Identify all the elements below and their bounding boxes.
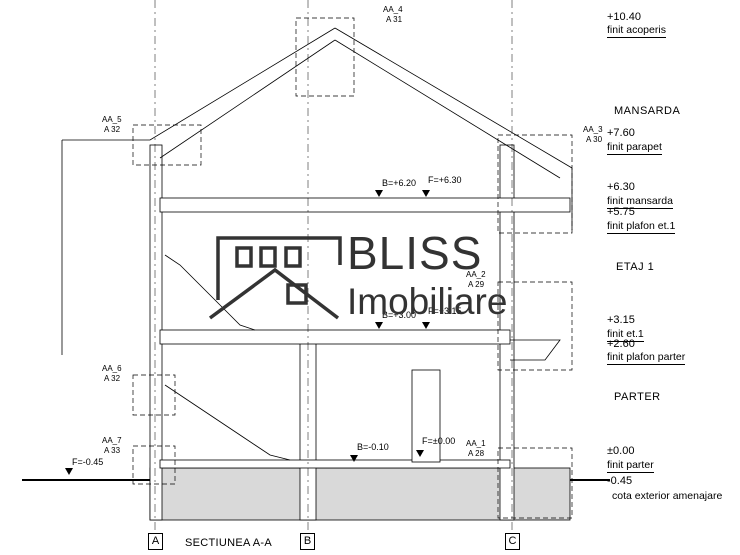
detail-box-aa2 (497, 281, 573, 371)
level-ground-name: finit parter (607, 459, 654, 473)
watermark-house-icon (208, 236, 342, 320)
level-parapet-value: +7.60 (607, 127, 635, 139)
marker-f-ground-text: F=±0.00 (422, 436, 456, 446)
detail-aa3-sheet: A 30 (586, 135, 603, 144)
marker-b-attic-text: B=+6.20 (382, 178, 417, 188)
level-ceiling0-name: finit plafon parter (607, 351, 686, 365)
level-roof-name: finit acoperis (607, 24, 666, 38)
level-ceiling0-value: +2.60 (607, 338, 635, 350)
level-floor1-name: finit et.1 (607, 328, 644, 342)
marker-f-first (422, 322, 430, 329)
stairs-lower (164, 384, 291, 461)
marker-f-exterior-text: F=-0.45 (72, 457, 104, 467)
axis-label-b: B (300, 533, 315, 550)
axis-label-c: C (505, 533, 520, 550)
roof-left-inner (159, 39, 336, 159)
detail-box-aa7 (132, 445, 176, 485)
section-title: SECTIUNEA A-A (185, 537, 273, 549)
marker-b-first (375, 322, 383, 329)
level-ground-value: ±0.00 (607, 445, 635, 457)
detail-aa7-id: AA_7 (102, 436, 122, 445)
watermark-brand: BLISS (347, 227, 483, 279)
marker-b-ground (350, 455, 358, 462)
detail-aa2-sheet: A 29 (468, 280, 485, 289)
detail-aa2-id: AA_2 (466, 270, 486, 279)
level-roof-value: +10.40 (607, 11, 641, 23)
detail-aa3-id: AA_3 (583, 125, 603, 134)
floor-ground-label: PARTER (614, 391, 661, 403)
detail-box-aa3 (497, 134, 573, 234)
detail-aa1-id: AA_1 (466, 439, 486, 448)
slab-ground (159, 459, 511, 469)
marker-b-attic (375, 190, 383, 197)
axis-label-a: A (148, 533, 163, 550)
roof-left (62, 27, 336, 141)
watermark-sub: Imobiliare (347, 281, 508, 322)
cantilever (510, 339, 561, 361)
marker-f-ground (416, 450, 424, 457)
detail-aa6-id: AA_6 (102, 364, 122, 373)
marker-f-attic-text: F=+6.30 (428, 175, 462, 185)
level-attic-name: finit mansarda (607, 195, 673, 209)
stairs-upper (164, 254, 256, 331)
detail-box-aa5 (132, 124, 202, 166)
marker-f-first-text: F=+3.15 (428, 306, 462, 316)
detail-aa6-sheet: A 32 (104, 374, 121, 383)
level-floor1-value: +3.15 (607, 314, 635, 326)
door (411, 369, 441, 463)
marker-b-ground-text: B=-0.10 (357, 442, 389, 452)
level-parapet-name: finit parapet (607, 141, 662, 155)
detail-aa4-sheet: A 31 (386, 15, 403, 24)
floor-attic-label: MANSARDA (614, 105, 681, 117)
detail-aa5-sheet: A 32 (104, 125, 121, 134)
detail-aa4-id: AA_4 (383, 5, 403, 14)
level-attic-value: +6.30 (607, 181, 635, 193)
detail-aa7-sheet: A 33 (104, 446, 121, 455)
detail-box-aa1 (497, 447, 573, 519)
detail-aa5-id: AA_5 (102, 115, 122, 124)
detail-box-aa4 (295, 17, 355, 97)
floor-first-label: ETAJ 1 (616, 261, 655, 273)
marker-f-exterior (65, 468, 73, 475)
level-ceiling1-name: finit plafon et.1 (607, 220, 676, 234)
level-exterior-name: cota exterior amenajare (612, 490, 723, 502)
level-ceiling1-value: +5.75 (607, 206, 635, 218)
level-exterior-value: -0.45 (607, 475, 633, 487)
roof-right (334, 27, 573, 169)
detail-box-aa6 (132, 374, 176, 416)
slab-first (159, 329, 511, 345)
roof-right-inner (334, 39, 561, 179)
marker-f-attic (422, 190, 430, 197)
detail-aa1-sheet: A 28 (468, 449, 485, 458)
marker-b-first-text: B=+3.00 (382, 310, 417, 320)
slab-attic (159, 197, 571, 213)
